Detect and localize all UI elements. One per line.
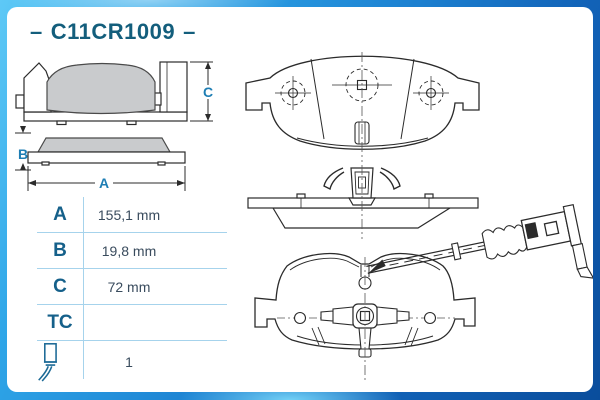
wear-sensor-icon (38, 343, 57, 382)
side-view-diagram: C (15, 61, 213, 126)
width-dimension-label: A (99, 175, 109, 191)
table-row: 1 (37, 341, 227, 383)
catalog-card: – C11CR1009 – C (7, 7, 593, 392)
table-row: B 19,8 mm (37, 233, 227, 269)
top-view-diagram: B A (15, 126, 186, 191)
height-dimension-label: C (203, 84, 213, 100)
thickness-dimension-label: B (18, 146, 28, 162)
dimension-value: 19,8 mm (101, 242, 157, 259)
edge-view-with-clip-diagram (247, 165, 479, 239)
table-vertical-divider (83, 197, 84, 379)
part-number-heading: – C11CR1009 – (30, 19, 196, 45)
dimensions-table: A 155,1 mm B 19,8 mm C 72 mm TC (37, 197, 227, 382)
dimension-label: C (53, 275, 67, 297)
dimension-label: A (53, 203, 67, 225)
dimension-value: 155,1 mm (97, 206, 161, 223)
part-number: C11CR1009 (50, 19, 176, 44)
table-row: TC (37, 305, 227, 341)
wear-sensor-cable (366, 203, 593, 279)
sensor-quantity: 1 (125, 354, 133, 370)
title-left-dash: – (30, 19, 43, 44)
back-view-diagram (245, 52, 480, 162)
table-row: A 155,1 mm (37, 197, 227, 233)
title-right-dash: – (183, 19, 196, 44)
sensor-cell (37, 342, 83, 382)
table-row: C 72 mm (37, 269, 227, 305)
dimension-label: B (53, 239, 67, 261)
back-view-with-sensor-diagram (254, 203, 593, 381)
dimension-label: TC (47, 311, 73, 333)
dimension-value: 72 mm (107, 278, 151, 295)
